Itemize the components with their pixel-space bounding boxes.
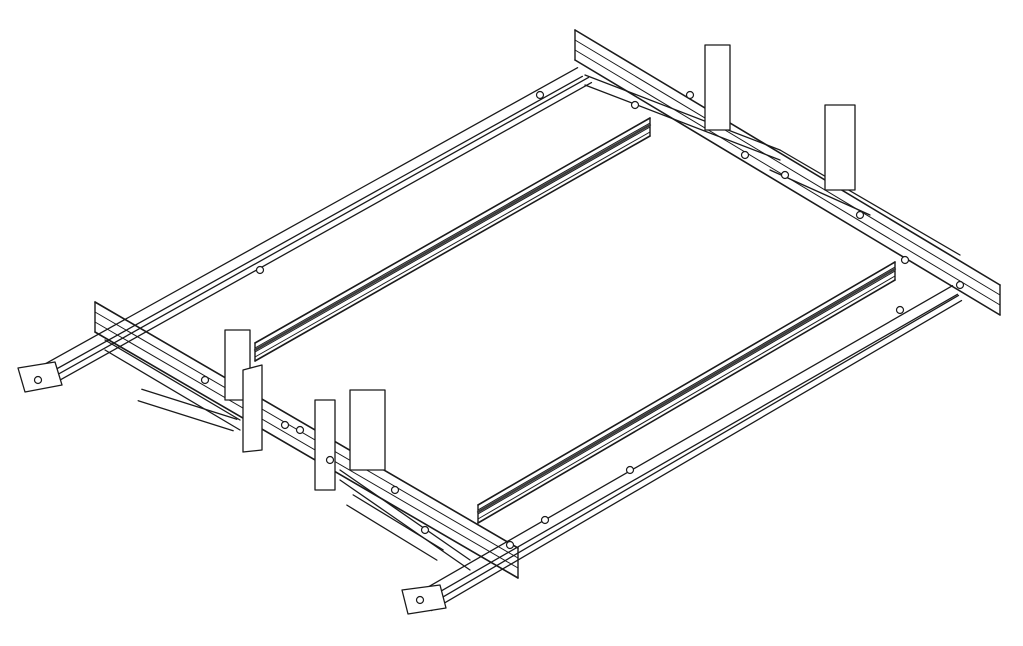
left-long-rail xyxy=(254,126,651,353)
front-post xyxy=(314,399,336,491)
right-long-rail xyxy=(477,266,896,511)
back-cross-beam xyxy=(574,39,1001,296)
bolt-8 xyxy=(255,265,265,275)
left-long-rail xyxy=(254,131,651,358)
bolt-0 xyxy=(535,90,545,100)
bolt-5 xyxy=(855,210,865,220)
bolt-2 xyxy=(685,90,695,100)
bolt-19 xyxy=(33,375,43,385)
lower-side-tube-inner xyxy=(427,294,960,607)
back-bracket-left xyxy=(704,44,731,131)
right-long-rail xyxy=(477,279,896,524)
bolt-3 xyxy=(740,150,750,160)
back-cross-beam xyxy=(574,29,1001,286)
front-cross-beam xyxy=(94,311,519,559)
front-right-actuator xyxy=(352,494,444,551)
back-cross-beam xyxy=(574,59,1001,316)
front-left-actuator xyxy=(141,388,238,420)
left-long-rail xyxy=(254,122,651,349)
front-link-arm xyxy=(339,479,471,571)
front-left-actuator xyxy=(137,400,234,432)
front-link-arm xyxy=(339,469,471,561)
lower-side-tube xyxy=(408,285,954,599)
upper-side-tube-inner xyxy=(42,76,590,384)
right-long-rail xyxy=(477,261,896,506)
front-link-arm xyxy=(104,349,241,431)
bolt-4 xyxy=(780,170,790,180)
front-link-arm xyxy=(104,339,241,421)
bolt-11 xyxy=(295,425,305,435)
bolt-16 xyxy=(625,465,635,475)
back-link-arm xyxy=(584,74,781,151)
upper-side-tube xyxy=(31,75,584,384)
right-long-rail xyxy=(477,275,896,520)
front-left-post xyxy=(242,364,263,453)
front-cross-beam xyxy=(94,331,519,579)
frame-lines xyxy=(17,29,1001,615)
bolt-13 xyxy=(390,485,400,495)
front-bracket-right xyxy=(349,389,386,471)
bolt-7 xyxy=(955,280,965,290)
back-link-arm xyxy=(779,149,961,256)
bolt-9 xyxy=(200,375,210,385)
front-cross-beam xyxy=(94,301,519,549)
right-rail-slot xyxy=(476,267,897,514)
bolt-15 xyxy=(505,540,515,550)
back-link-arm xyxy=(584,84,781,161)
upper-side-tube xyxy=(26,66,579,375)
bolt-17 xyxy=(540,515,550,525)
lower-side-tube-inner xyxy=(430,299,963,612)
bolt-14 xyxy=(420,525,430,535)
front-right-actuator xyxy=(346,504,438,561)
left-long-rail xyxy=(254,135,651,362)
left-rail-slot xyxy=(253,123,652,352)
right-long-rail xyxy=(477,270,896,515)
bolt-1 xyxy=(630,100,640,110)
back-bracket-right xyxy=(824,104,856,191)
bolt-20 xyxy=(415,595,425,605)
bolt-6 xyxy=(900,255,910,265)
bolt-12 xyxy=(325,455,335,465)
bolt-18 xyxy=(895,305,905,315)
lower-side-tube xyxy=(413,293,959,607)
left-long-rail xyxy=(254,117,651,344)
bolt-10 xyxy=(280,420,290,430)
front-cross-beam xyxy=(94,321,519,569)
